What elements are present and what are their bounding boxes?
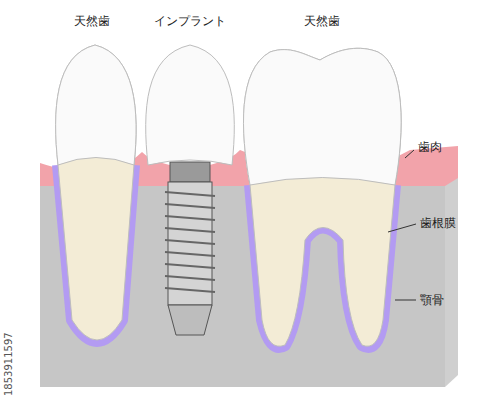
watermark: 1853911597 xyxy=(3,332,15,396)
bone-side xyxy=(445,170,458,387)
natural-tooth xyxy=(56,45,136,340)
screw-threads xyxy=(165,192,215,292)
tooth-label: 天然歯 xyxy=(74,14,110,28)
part-label: 歯根膜 xyxy=(420,216,456,230)
tooth-crown xyxy=(56,45,136,165)
tooth-label: インプラント xyxy=(154,14,226,28)
abutment xyxy=(170,162,210,182)
part-label: 歯肉 xyxy=(418,140,442,154)
part-label: 顎骨 xyxy=(420,293,444,307)
leader-lines xyxy=(388,150,416,300)
molar-crown xyxy=(243,48,401,185)
natural-molar xyxy=(243,48,401,346)
implant-crown xyxy=(146,45,235,165)
tooth-label: 天然歯 xyxy=(304,14,340,28)
screw-tip xyxy=(168,305,212,335)
